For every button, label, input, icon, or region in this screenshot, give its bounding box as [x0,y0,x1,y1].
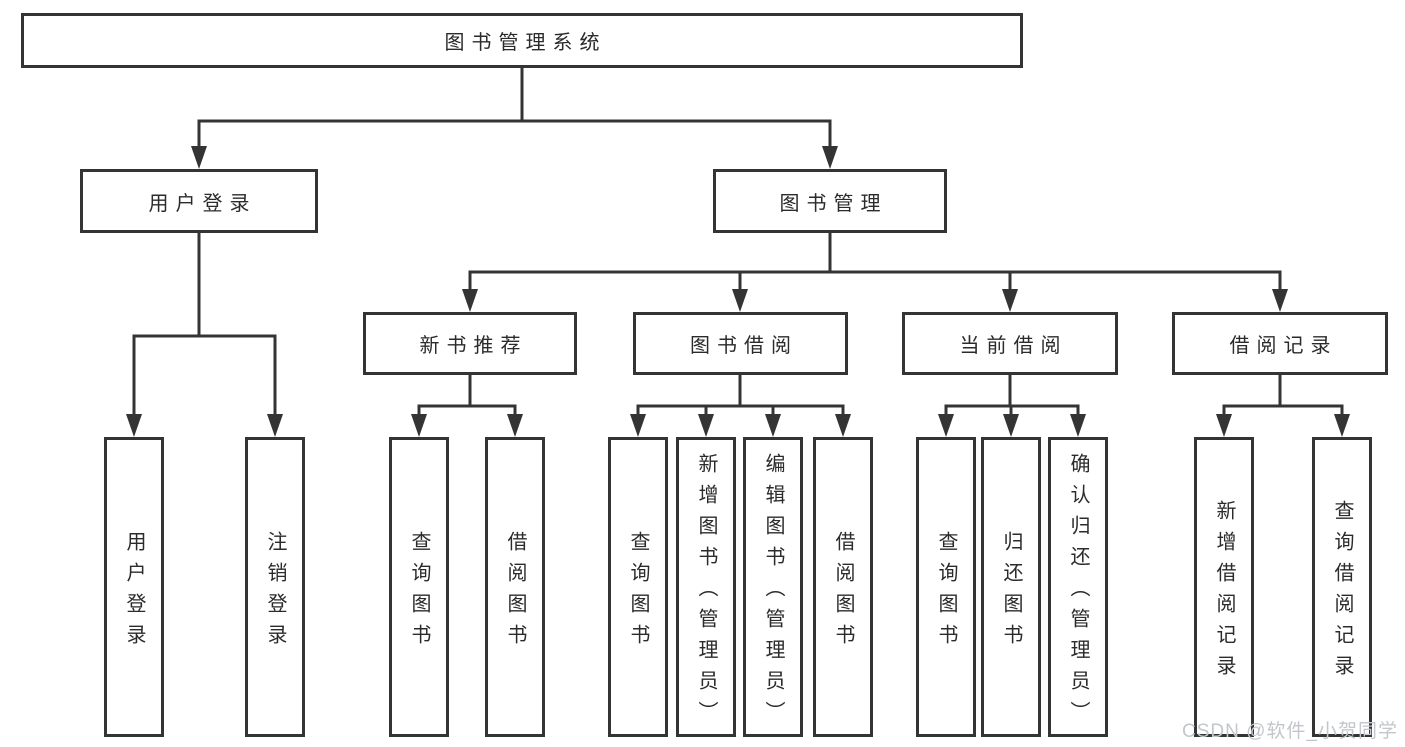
node-label: 新书推荐 [419,335,528,357]
connector-book-borrow-to-children [630,375,851,437]
node-book-management: 图书管理 [713,169,947,233]
node-label: 归还图书 [1000,530,1022,655]
node-label: 编辑图书（管理员） [762,453,784,732]
node-borrow-borrow-books: 借阅图书 [813,437,873,737]
connector-borrow-records-to-children [1216,375,1350,437]
node-label: 新增图书（管理员） [695,453,717,732]
node-label: 借阅图书 [832,530,854,655]
connector-root-to-level2 [191,68,838,169]
node-label: 图书借阅 [690,335,798,357]
csdn-watermark: CSDN @软件_小贺同学 [1182,721,1398,742]
node-records-query-record: 查询借阅记录 [1312,437,1372,737]
node-label: 新增借阅记录 [1213,499,1235,686]
node-user-login: 用户登录 [80,169,318,233]
node-borrow-query-books: 查询图书 [608,437,668,737]
node-label: 查询图书 [408,530,430,655]
node-label: 确认归还（管理员） [1067,453,1089,732]
connector-user-login-to-children [126,233,283,437]
node-label: 当前借阅 [959,335,1068,357]
connector-new-book-recommend-to-children [411,375,523,437]
connector-book-management-to-level3 [462,233,1288,312]
node-current-query-books: 查询图书 [916,437,976,737]
node-logout-leaf: 注销登录 [245,437,305,737]
node-current-borrow: 当前借阅 [902,312,1118,375]
node-records-add-record: 新增借阅记录 [1194,437,1254,737]
node-root: 图书管理系统 [21,13,1023,68]
node-label: 图书管理 [779,192,888,215]
node-label: 用户登录 [148,192,257,215]
node-book-borrow: 图书借阅 [633,312,848,375]
node-label: 注销登录 [264,530,286,655]
node-current-confirm-return-admin: 确认归还（管理员） [1048,437,1108,737]
node-label: 借阅图书 [504,530,526,655]
node-label: 查询借阅记录 [1331,499,1353,686]
connector-current-borrow-to-children [938,375,1086,437]
node-label: 查询图书 [627,530,649,655]
node-borrow-edit-books-admin: 编辑图书（管理员） [743,437,803,737]
node-current-return-books: 归还图书 [981,437,1041,737]
node-recommend-query-books: 查询图书 [389,437,449,737]
node-label: 用户登录 [123,530,145,655]
node-user-login-leaf: 用户登录 [104,437,164,737]
node-label: 查询图书 [935,530,957,655]
node-new-book-recommend: 新书推荐 [363,312,577,375]
node-borrow-records: 借阅记录 [1172,312,1388,375]
node-label: 图书管理系统 [444,32,607,54]
node-recommend-borrow-books: 借阅图书 [485,437,545,737]
node-label: 借阅记录 [1229,335,1338,357]
node-borrow-add-books-admin: 新增图书（管理员） [676,437,736,737]
